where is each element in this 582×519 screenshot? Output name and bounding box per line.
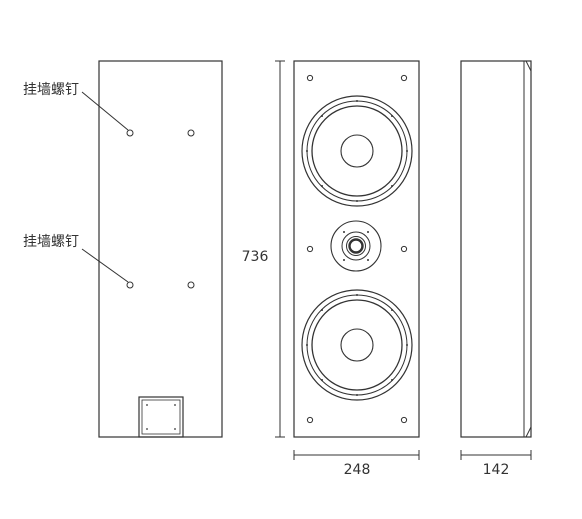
- front-panel-outline: [293, 60, 420, 438]
- leader-line-lower: [81, 248, 129, 283]
- mount-screw-hole-lower-left: [126, 281, 134, 289]
- tweeter-dome-ring: [346, 236, 366, 256]
- tweeter: [330, 220, 382, 272]
- tweeter-screw: [367, 259, 369, 261]
- depth-value: 142: [483, 462, 510, 478]
- callout-lower: 挂墙螺钉: [23, 234, 129, 283]
- tweeter-faceplate: [330, 220, 382, 272]
- width-dimension: 248: [293, 450, 420, 478]
- side-view: [460, 60, 532, 438]
- terminal-plate-inner: [141, 399, 181, 435]
- tweeter-screw: [343, 231, 345, 233]
- leader-line-upper: [81, 91, 129, 131]
- rear-panel-outline: [98, 60, 223, 438]
- mount-screw-hole-lower-right: [187, 281, 195, 289]
- woofer-frame-screw: [406, 150, 408, 152]
- callout-upper: 挂墙螺钉: [23, 82, 129, 131]
- mount-screw-hole-upper-right: [187, 129, 195, 137]
- woofer-frame: [301, 289, 413, 401]
- woofer-frame-screw: [406, 344, 408, 346]
- depth-dimension: 142: [460, 450, 532, 478]
- height-value: 736: [242, 249, 269, 265]
- baffle-screw: [306, 416, 314, 424]
- woofer-frame-screw: [321, 115, 323, 117]
- grille-taper-top: [525, 60, 532, 72]
- side-panel-outline: [460, 60, 532, 438]
- height-dimension: 736: [242, 60, 285, 438]
- woofer-frame-screw: [356, 200, 358, 202]
- tweeter-dome: [348, 238, 364, 254]
- tweeter-screw: [343, 259, 345, 261]
- baffle-screw: [400, 416, 408, 424]
- baffle-screw: [400, 245, 408, 253]
- woofer-frame-screw: [391, 309, 393, 311]
- woofer-frame-screw: [306, 150, 308, 152]
- woofer-dust-cap: [340, 134, 374, 168]
- woofer-frame-screw: [356, 294, 358, 296]
- woofer-lower: [301, 289, 413, 401]
- woofer-frame-screw: [321, 309, 323, 311]
- woofer-frame-screw: [391, 185, 393, 187]
- terminal-screw: [146, 404, 148, 406]
- terminal-screw: [146, 428, 148, 430]
- baffle-screw: [400, 74, 408, 82]
- callout-label-lower: 挂墙螺钉: [23, 234, 79, 250]
- tweeter-waveguide: [341, 231, 371, 261]
- woofer-frame-screw: [321, 379, 323, 381]
- woofer-frame-screw: [356, 394, 358, 396]
- woofer-upper: [301, 95, 413, 207]
- tweeter-screw: [367, 231, 369, 233]
- woofer-frame: [301, 95, 413, 207]
- rear-view: [98, 60, 223, 438]
- terminal-plate: [138, 396, 184, 438]
- terminal-screw: [174, 404, 176, 406]
- mount-screw-hole-upper-left: [126, 129, 134, 137]
- woofer-frame-screw: [391, 115, 393, 117]
- width-value: 248: [344, 462, 371, 478]
- woofer-frame-screw: [306, 344, 308, 346]
- grille-taper-bottom: [525, 426, 532, 438]
- front-view: [293, 60, 420, 438]
- woofer-cone: [311, 105, 403, 197]
- baffle-screw: [306, 245, 314, 253]
- woofer-frame-screw: [356, 100, 358, 102]
- callout-label-upper: 挂墙螺钉: [23, 82, 79, 98]
- terminal-screw: [174, 428, 176, 430]
- woofer-cone: [311, 299, 403, 391]
- woofer-dust-cap: [340, 328, 374, 362]
- baffle-screw: [306, 74, 314, 82]
- woofer-frame-screw: [321, 185, 323, 187]
- woofer-frame-screw: [391, 379, 393, 381]
